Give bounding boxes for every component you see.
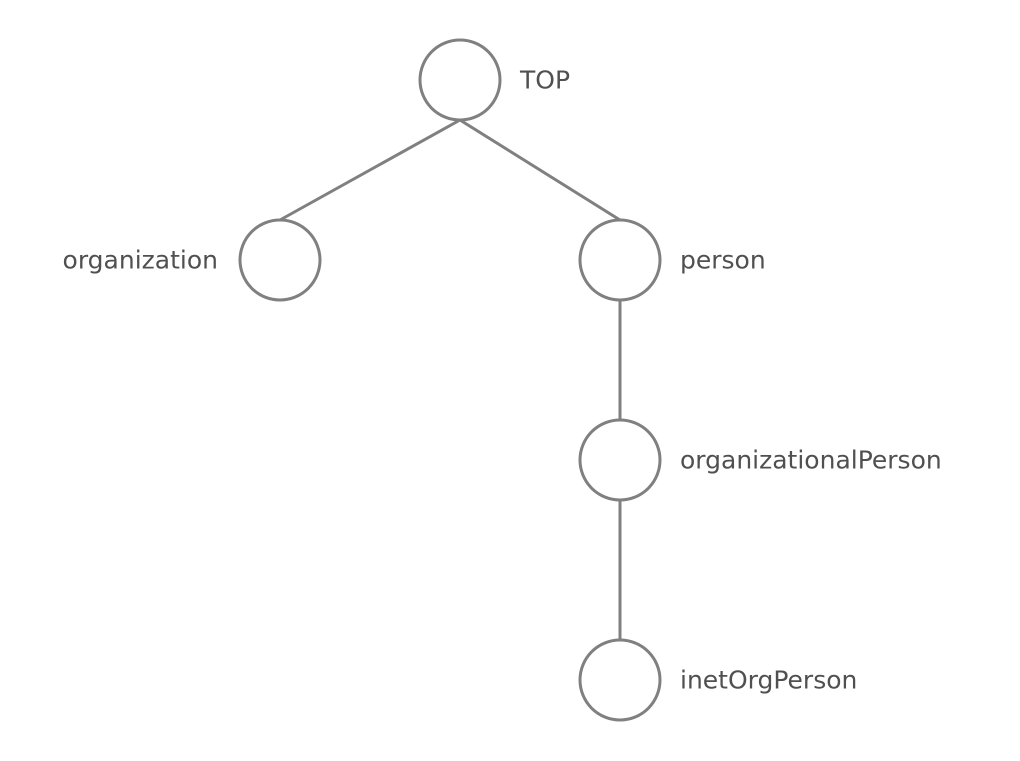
node-circle-person <box>578 218 662 302</box>
edge-top-organization <box>279 118 461 222</box>
node-label-person: person <box>680 246 766 275</box>
edge-top-person <box>459 118 621 222</box>
node-circle-organizationalperson <box>578 418 662 502</box>
node-organizationalperson: organizationalPerson <box>578 418 942 502</box>
node-person: person <box>578 218 766 302</box>
edges <box>279 118 622 640</box>
node-label-inetorgperson: inetOrgPerson <box>680 666 857 695</box>
node-circle-inetorgperson <box>578 638 662 722</box>
node-label-top: TOP <box>519 66 570 95</box>
node-organization: organization <box>63 218 322 302</box>
node-circle-top <box>418 38 502 122</box>
node-circle-organization <box>238 218 322 302</box>
node-label-organization: organization <box>63 246 218 275</box>
node-inetorgperson: inetOrgPerson <box>578 638 857 722</box>
node-top: TOP <box>418 38 570 122</box>
node-label-organizationalperson: organizationalPerson <box>680 446 942 475</box>
